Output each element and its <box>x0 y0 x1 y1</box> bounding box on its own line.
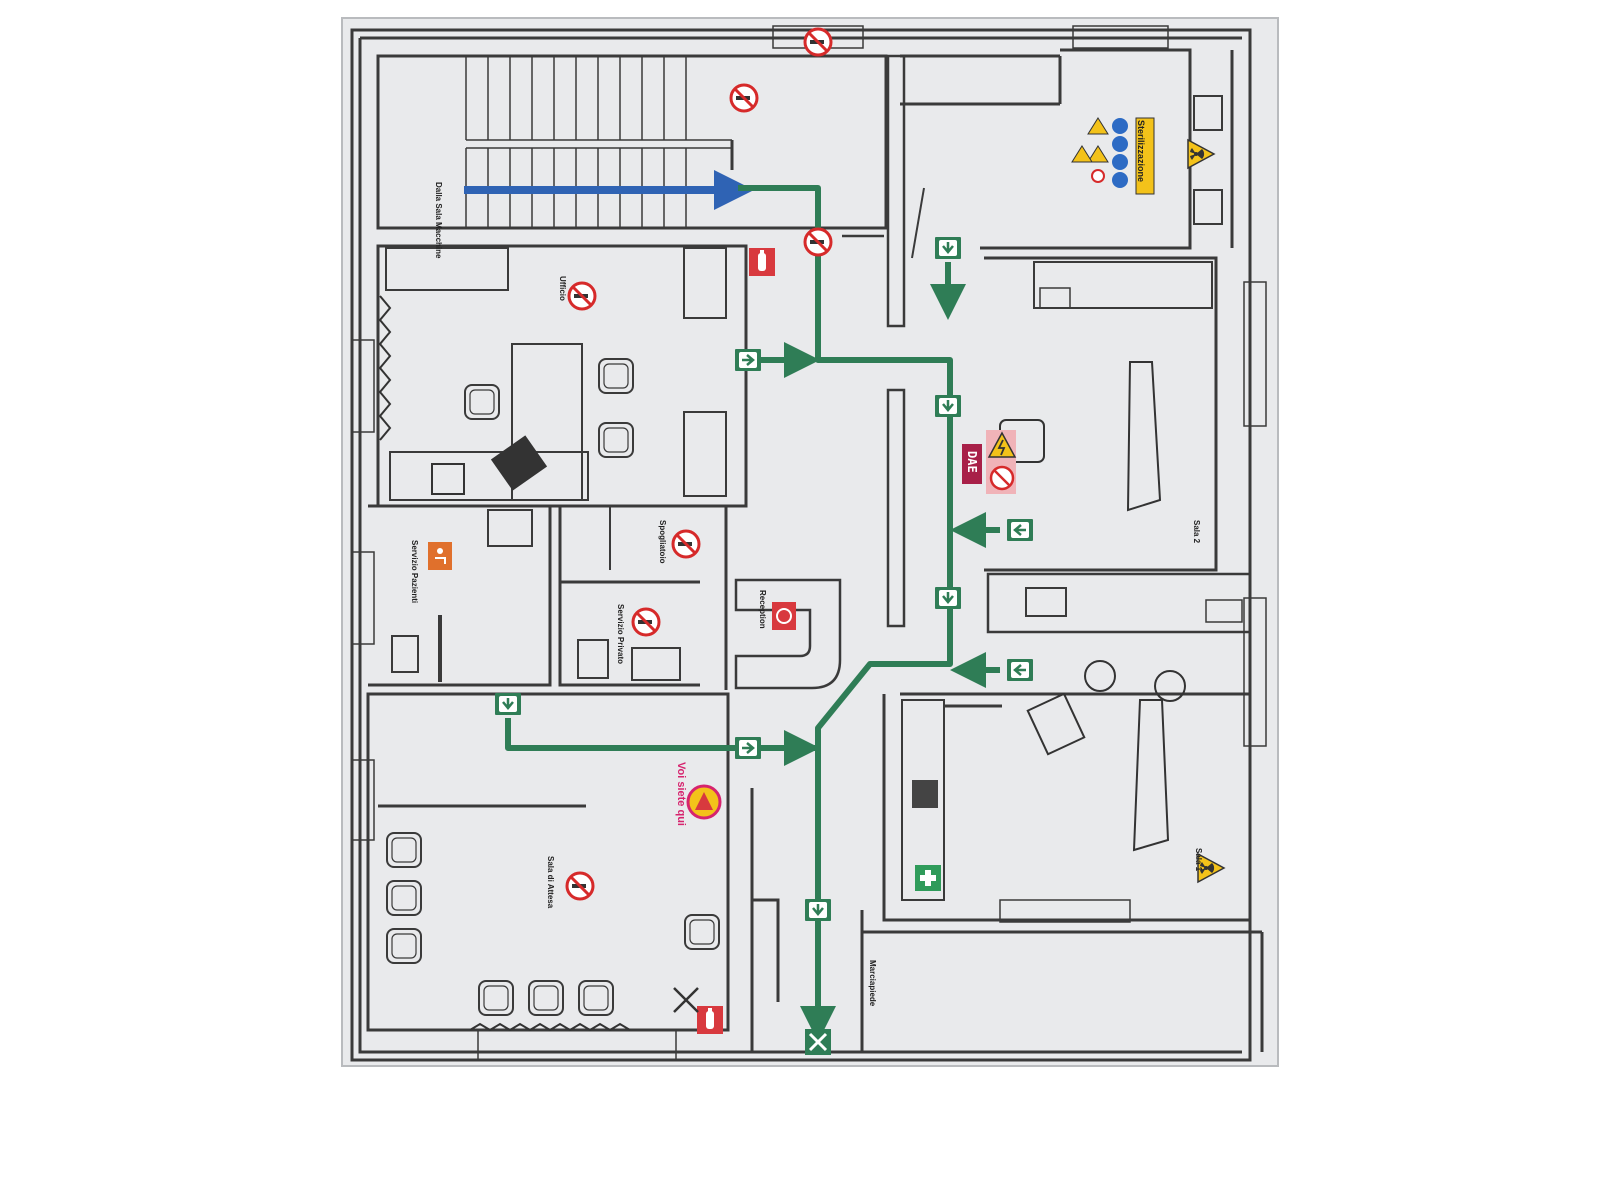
curtain <box>378 295 392 441</box>
room-label-private-wc: Servizio Privato <box>616 604 625 664</box>
room-label-office: Ufficio <box>558 276 567 301</box>
escape-route <box>505 185 1000 1042</box>
room-label-patient-wc: Servizio Pazienti <box>410 540 419 603</box>
aed-label: DAE <box>965 451 979 473</box>
no-smoking-icon <box>1091 169 1105 183</box>
biohazard-icon <box>1087 145 1109 163</box>
emergency-exit-arrow-icon <box>733 347 763 373</box>
mandatory-glasses-icon <box>1112 172 1128 188</box>
stool-icon <box>1084 660 1116 692</box>
no-smoking-icon <box>671 529 701 559</box>
emergency-exit-arrow-icon <box>1005 517 1035 543</box>
fire-extinguisher-icon <box>749 248 775 276</box>
hot-surface-icon <box>1071 145 1093 163</box>
electrical-hazard-icon <box>986 430 1017 462</box>
emergency-exit-arrow-icon <box>803 897 833 923</box>
entrance-mat <box>469 1022 631 1032</box>
room-label-changing-room: Spogliatoio <box>658 520 667 564</box>
biohazard-icon <box>1087 117 1109 135</box>
emergency-exit-arrow-icon <box>733 735 763 761</box>
dental-chair-icon <box>1126 361 1162 512</box>
cabinet-icon <box>1026 692 1086 756</box>
no-smoking-icon <box>729 83 759 113</box>
autoclave-icon <box>912 780 938 808</box>
stool-icon <box>1154 670 1186 702</box>
mandatory-mask-icon <box>1112 136 1128 152</box>
no-smoking-icon <box>631 607 661 637</box>
emergency-exit-arrow-icon <box>1005 657 1035 683</box>
you-are-here-marker <box>686 784 722 820</box>
room-label-room-2: Sala 2 <box>1192 520 1201 544</box>
no-smoking-icon <box>803 227 833 257</box>
no-smoking-icon <box>567 281 597 311</box>
accessible-toilet-icon <box>428 542 452 570</box>
room-label-waiting-room: Sala di Attesa <box>546 856 555 909</box>
emergency-exit-arrow-icon <box>933 235 963 261</box>
assembly-point-icon <box>805 1029 831 1055</box>
sterilization-sign-group <box>1071 117 1155 195</box>
fire-alarm-icon <box>772 602 796 630</box>
fire-hose-icon <box>673 987 699 1013</box>
emergency-exit-arrow-icon <box>933 585 963 611</box>
first-aid-icon <box>915 865 941 891</box>
walls <box>350 25 1267 1062</box>
no-touch-icon <box>986 462 1016 494</box>
dental-chair-icon <box>1132 699 1170 852</box>
no-smoking-icon <box>803 27 833 57</box>
emergency-exit-arrow-icon <box>493 691 523 717</box>
fire-extinguisher-icon <box>697 1006 723 1034</box>
room-label-room-1: Sala 1 <box>1194 848 1203 872</box>
room-label-sterilization: Sterilizzazione <box>1136 120 1146 182</box>
you-are-here-label: Voi siete qui <box>675 762 687 826</box>
room-label-reception: Reception <box>758 590 767 629</box>
no-smoking-icon <box>565 871 595 901</box>
room-label-stairs-arrival: Dalla Sala Macchine <box>434 182 443 259</box>
printer-icon <box>490 435 548 491</box>
furniture <box>378 295 1186 1032</box>
mandatory-gloves-icon <box>1112 118 1128 134</box>
mandatory-coat-icon <box>1112 154 1128 170</box>
aed-marker: DAE <box>962 444 982 484</box>
room-label-sidewalk: Marciapiede <box>868 960 877 1007</box>
computer-icon <box>431 463 465 495</box>
emergency-exit-arrow-icon <box>933 393 963 419</box>
